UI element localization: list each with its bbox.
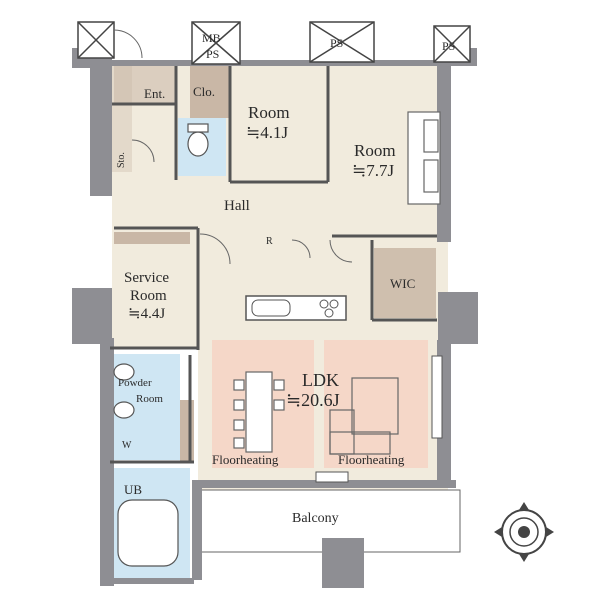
label-service-1: Service: [124, 270, 169, 286]
balcony-area: [195, 489, 461, 553]
label-mb: MB: [202, 31, 221, 45]
label-powder-2: Room: [136, 393, 163, 405]
label-room1-size: ≒4.1J: [246, 123, 288, 142]
label-r: R: [266, 236, 273, 247]
label-service-2: Room: [130, 288, 167, 304]
label-ub: UB: [124, 482, 142, 497]
label-floorheating-right: Floorheating: [338, 452, 405, 467]
label-ent: Ent.: [144, 86, 165, 101]
label-clo: Clo.: [193, 84, 215, 99]
room-labels: Ent. Clo. MB PS PS PS Room ≒4.1J Room ≒7…: [116, 31, 455, 526]
interior-walls: [110, 66, 437, 464]
shaft-boxes: [77, 21, 471, 65]
label-wic: WIC: [390, 276, 415, 291]
label-ps-right: PS: [442, 39, 455, 53]
label-w: W: [122, 440, 132, 451]
window: [431, 355, 443, 439]
storage-areas: [114, 66, 436, 462]
label-floorheating-left: Floorheating: [212, 452, 279, 467]
compass-rose-icon: [494, 502, 554, 562]
bed: [407, 111, 441, 205]
label-room1-name: Room: [248, 103, 290, 122]
label-service-size: ≒4.4J: [128, 306, 165, 322]
label-room2-name: Room: [354, 141, 396, 160]
sofa: [329, 377, 399, 455]
label-powder-1: Powder: [118, 377, 152, 389]
dining-table: [233, 371, 285, 453]
door-swings: [113, 29, 353, 265]
label-room2-size: ≒7.7J: [352, 161, 394, 180]
label-balcony: Balcony: [292, 511, 339, 526]
label-mb-ps: PS: [206, 47, 219, 61]
label-ps-top: PS: [330, 36, 343, 50]
sanitary-fixtures: [113, 123, 209, 567]
label-ldk-size: ≒20.6J: [286, 390, 340, 410]
label-ldk: LDK: [302, 370, 339, 390]
window: [315, 471, 349, 483]
label-sto: Sto.: [116, 152, 127, 168]
label-hall: Hall: [224, 198, 250, 214]
kitchen-counter: [245, 295, 347, 321]
